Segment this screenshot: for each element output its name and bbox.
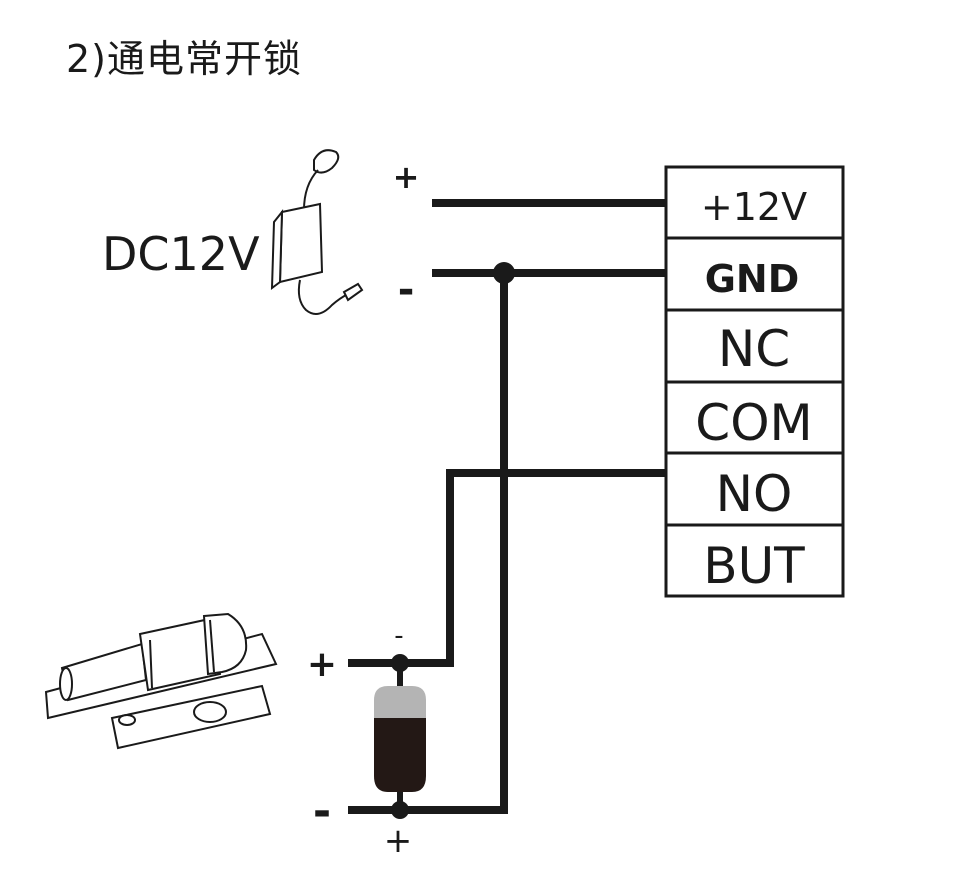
terminal-12v: +12V bbox=[701, 185, 807, 229]
power-plus-sign: + bbox=[393, 158, 420, 196]
power-adapter-icon bbox=[270, 149, 364, 315]
junction-dot-gnd bbox=[493, 262, 515, 284]
terminal-gnd: GND bbox=[705, 257, 800, 301]
diode-icon bbox=[374, 686, 426, 792]
power-minus-sign: - bbox=[398, 267, 415, 313]
diagram-title: 2)通电常开锁 bbox=[66, 37, 303, 81]
junction-dot-lock-minus bbox=[391, 801, 409, 819]
bolt-lock-icon bbox=[44, 612, 278, 750]
power-voltage-label: DC12V bbox=[102, 227, 260, 281]
lock-minus-sign: - bbox=[313, 786, 331, 837]
diode-top-label: - bbox=[394, 621, 403, 651]
terminal-com: COM bbox=[695, 394, 812, 452]
terminal-no: NO bbox=[716, 465, 793, 523]
diode-bottom-label: + bbox=[384, 821, 413, 861]
terminal-nc: NC bbox=[718, 320, 790, 378]
terminal-block: +12V GND NC COM NO BUT bbox=[664, 165, 845, 598]
junction-dot-lock-plus bbox=[391, 654, 409, 672]
terminal-but: BUT bbox=[703, 537, 805, 595]
lock-plus-sign: + bbox=[307, 644, 337, 685]
